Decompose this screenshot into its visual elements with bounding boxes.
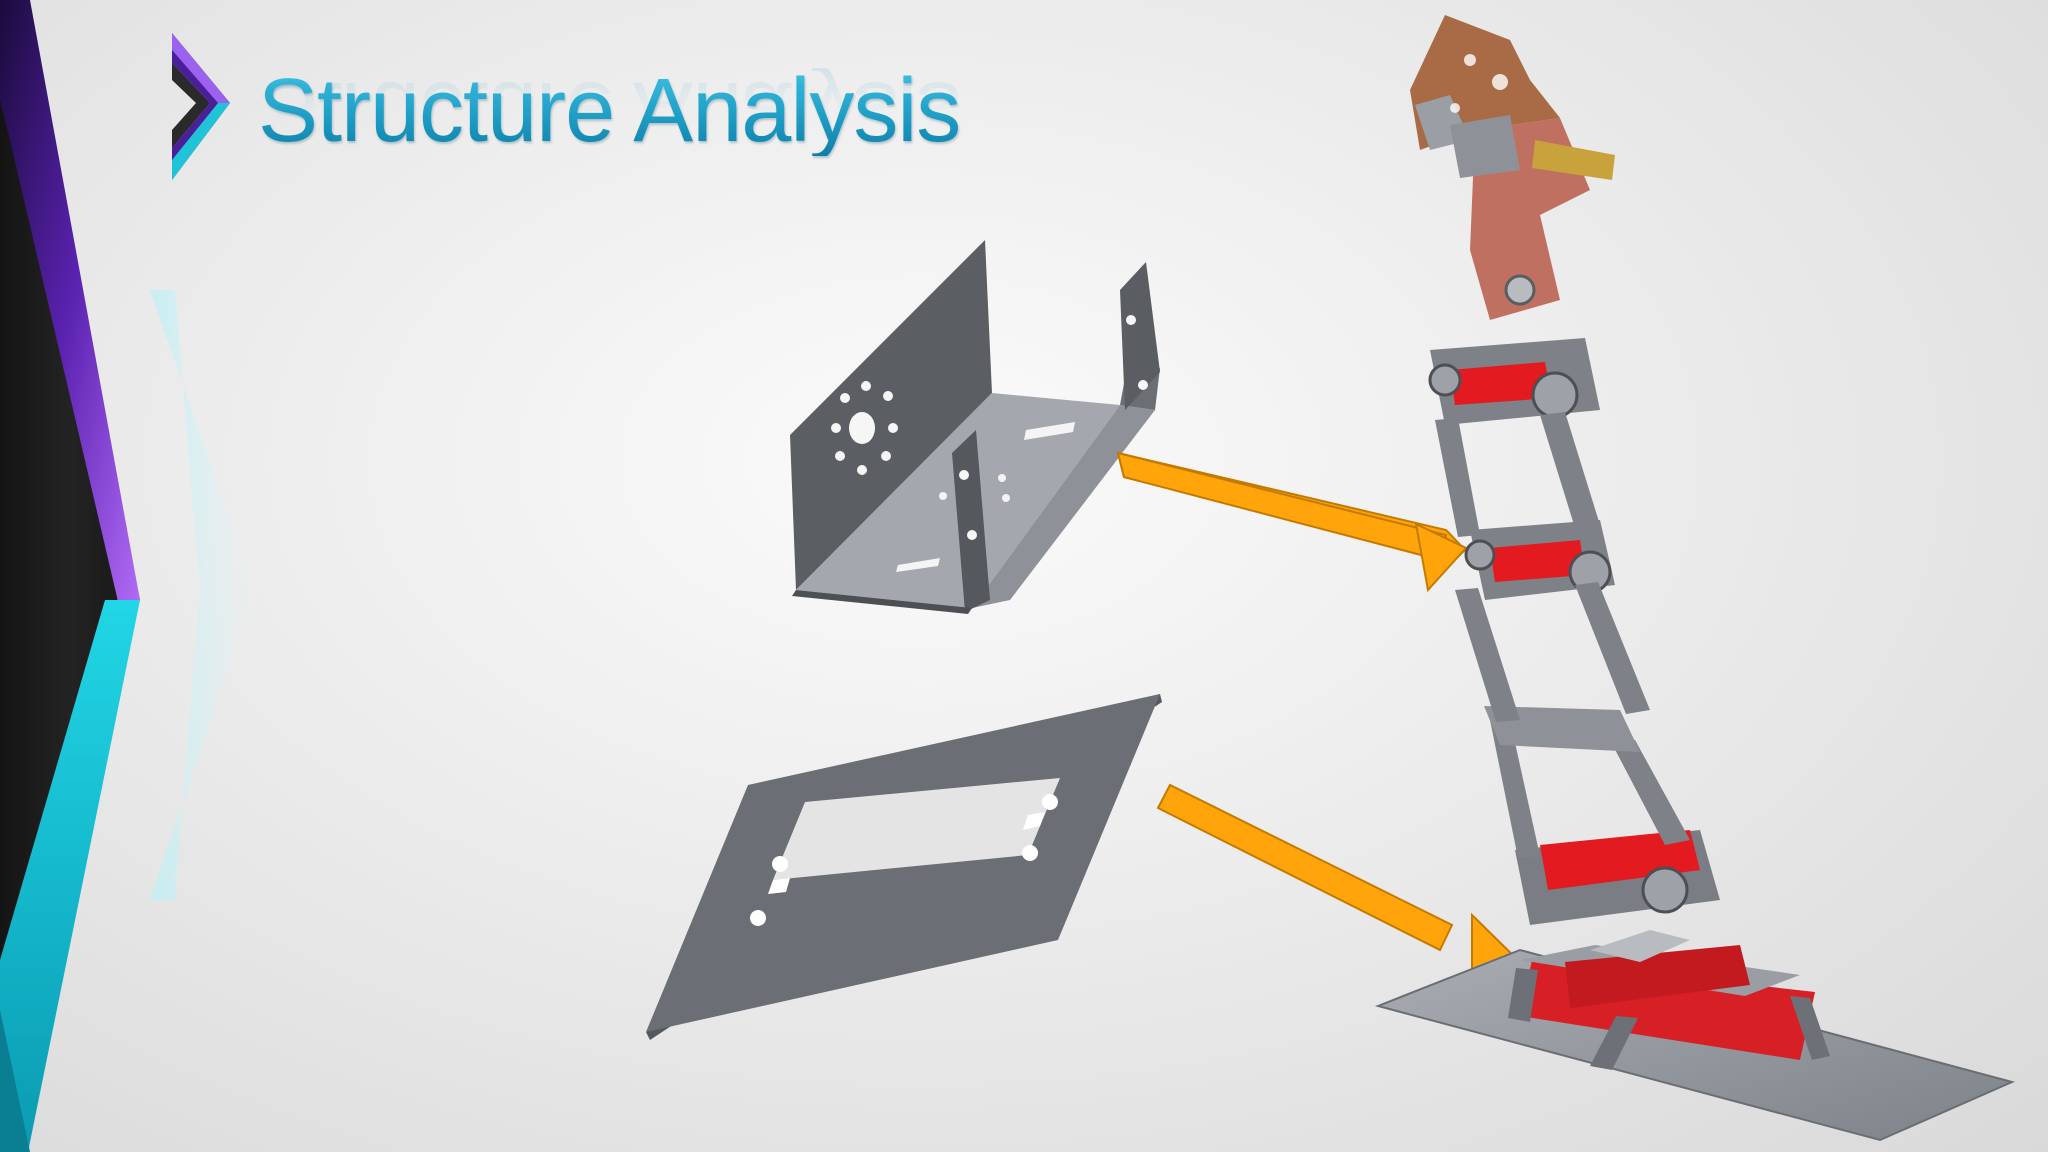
arrow-bracket-to-assembly	[1116, 451, 1468, 593]
page-title: Structure Analysis	[258, 61, 961, 161]
arrow-plate-to-assembly	[1156, 783, 1526, 984]
title-chevron-icon	[172, 33, 230, 180]
robot-leg-assembly	[1374, 15, 2016, 1142]
u-bracket-part	[790, 240, 1160, 614]
left-decorative-band	[0, 0, 255, 1152]
flat-base-plate-part	[646, 694, 1162, 1040]
